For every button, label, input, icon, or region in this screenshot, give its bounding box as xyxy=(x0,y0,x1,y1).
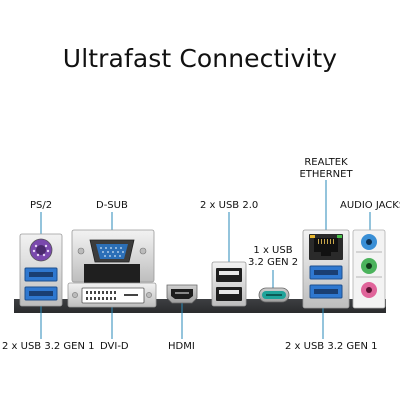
page-title: Ultrafast Connectivity xyxy=(62,44,338,73)
label-audio-jacks: AUDIO JACKS xyxy=(340,200,400,211)
label-usb20: 2 x USB 2.0 xyxy=(200,200,259,211)
label-usb32-gen2-line2: 3.2 GEN 2 xyxy=(248,257,299,268)
label-dvid: DVI-D xyxy=(100,341,129,352)
usb20-stack xyxy=(211,261,247,307)
label-usb32-gen2-line1: 1 x USB xyxy=(253,245,293,256)
hdmi-port xyxy=(166,284,198,304)
label-realtek-line2: ETHERNET xyxy=(299,169,353,180)
ps2-usb-stack xyxy=(19,233,63,307)
label-usb32-gen1-right: 2 x USB 3.2 GEN 1 xyxy=(285,341,378,352)
audio-jacks xyxy=(352,229,386,309)
ethernet-usb-stack xyxy=(302,229,350,309)
callout-lines xyxy=(40,180,371,339)
label-hdmi: HDMI xyxy=(168,341,195,352)
dsub-dvi-stack xyxy=(67,229,157,308)
label-usb32-gen1-left: 2 x USB 3.2 GEN 1 xyxy=(2,341,95,352)
label-dsub: D-SUB xyxy=(96,200,128,211)
label-realtek-line1: REALTEK xyxy=(304,157,348,168)
dvid-port xyxy=(81,287,145,304)
usb32-gen2-port xyxy=(258,287,290,303)
label-ps2: PS/2 xyxy=(30,200,53,211)
